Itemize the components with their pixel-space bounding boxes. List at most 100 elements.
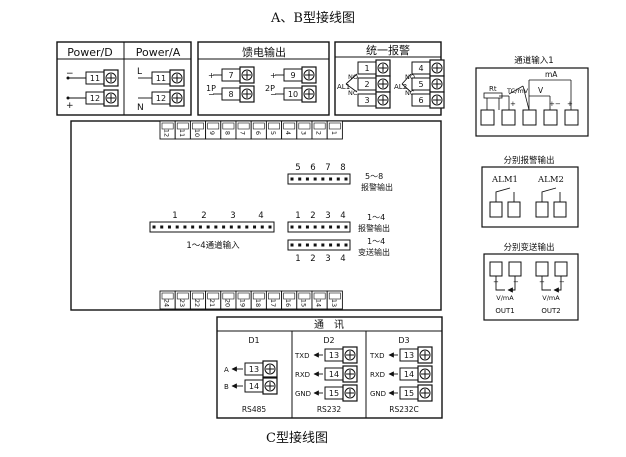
- transmit-1-4-pin: [321, 243, 325, 247]
- channel-input-pin: [214, 225, 218, 229]
- feed-right-terminal-2-number: 10: [288, 90, 298, 99]
- top-terminal-4-number: 4: [284, 131, 292, 135]
- alarm-right-terminal-2: 5: [411, 75, 445, 93]
- alarm-5-8-pin: [305, 177, 309, 181]
- comm-footer-rs232c: RS232C: [389, 405, 419, 414]
- alarm-5-8-pin: [313, 177, 317, 181]
- svg-text:2: 2: [201, 211, 206, 221]
- feed-right-terminal-1: 9: [283, 66, 317, 84]
- alarm-5-8-block: 5 6 7 8 5～8 报警输出: [287, 163, 393, 192]
- transmit-1-4-pin: [305, 243, 309, 247]
- svg-text:3: 3: [230, 211, 235, 221]
- bottom-terminal-24: 24: [159, 290, 176, 310]
- alarm-right-terminal-3-number: 6: [418, 96, 423, 105]
- alarm-5-8-range: 5～8: [365, 172, 383, 181]
- feed-1p-label: 1P: [206, 84, 216, 93]
- alarm-1-4-pin: [344, 225, 348, 229]
- channel-input-pin: [175, 225, 179, 229]
- alarm-right-terminal-1: 4: [411, 59, 445, 77]
- bottom-terminal-14: 14: [311, 290, 328, 310]
- feed-output-title: 馈电输出: [242, 45, 286, 59]
- comm-d3-row-1-terminal-number: 13: [404, 351, 414, 360]
- svg-text:3: 3: [325, 254, 330, 264]
- feed-left-terminal-1: 7: [221, 66, 255, 84]
- svg-text:+: +: [510, 100, 516, 108]
- comm-d2-row-2-terminal: 14: [324, 365, 358, 383]
- channel-input-pin: [191, 225, 195, 229]
- transmit-1-4-label: 变送输出: [358, 247, 390, 257]
- alm2-label: ALM2: [537, 175, 564, 185]
- comm-d2-row-3-terminal: 15: [324, 384, 358, 402]
- bottom-terminal-20-number: 20: [223, 299, 231, 307]
- power-d-sign-1: −: [66, 69, 74, 79]
- alarm-1-4-block: 1 2 3 4 1～4 报警输出: [287, 211, 390, 233]
- alarm-1-4-pin: [313, 225, 317, 229]
- feed-left-terminal-2: 8: [221, 85, 255, 103]
- comm-title: 通 讯: [314, 319, 344, 331]
- comm-footer-rs232: RS232: [317, 405, 342, 414]
- channel-input-block: 1 2 3 4 1～4通道输入: [149, 211, 275, 251]
- power-a-title: Power/A: [136, 46, 181, 59]
- top-terminal-3: 3: [296, 120, 313, 140]
- top-terminal-7: 7: [235, 120, 252, 140]
- bottom-terminal-23: 23: [174, 290, 191, 310]
- top-terminal-9: 9: [205, 120, 222, 140]
- svg-text:+: +: [549, 100, 555, 108]
- svg-text:2: 2: [310, 211, 315, 221]
- comm-d2-row-3-signal: GND: [295, 390, 311, 398]
- transmit-1-4-block: 1 2 3 4 1～4 变送输出: [287, 237, 390, 264]
- alarm-right-terminal-1-number: 4: [418, 64, 423, 73]
- power-a-terminal-1-number: 11: [156, 74, 166, 83]
- top-terminal-9-number: 9: [208, 131, 216, 135]
- v-label: V: [538, 86, 544, 95]
- separate-transmit-panel: 分别变送输出 + − + − V/mA V/mA OUT1 OUT2: [483, 242, 579, 321]
- ma-label: mA: [545, 70, 558, 79]
- unified-alarm-title: 统一报警: [366, 43, 410, 57]
- alarm-5-8-pin: [321, 177, 325, 181]
- power-a-sign-2: N: [137, 103, 144, 113]
- comm-col-d3: D3: [398, 336, 409, 345]
- comm-d2-row-1-terminal-number: 13: [329, 351, 339, 360]
- comm-d3-row-2-terminal: 14: [399, 365, 433, 383]
- power-a-terminal-1: 11: [151, 69, 185, 87]
- alarm-nc-label-1: NC: [348, 89, 358, 97]
- channel-input-pin: [206, 225, 210, 229]
- alarm-left-terminal-3: 3: [357, 91, 391, 109]
- transmit-1-4-pin: [298, 243, 302, 247]
- bottom-terminal-22: 22: [189, 290, 207, 310]
- comm-d1-row-2-terminal-number: 14: [249, 382, 259, 391]
- rt-label: Rt: [489, 85, 497, 93]
- alarm-1-4-pin: [321, 225, 325, 229]
- comm-d3-row-2-terminal-number: 14: [404, 370, 414, 379]
- comm-d3-row-1-signal: TXD: [369, 352, 384, 360]
- comm-d3-row-2-signal: RXD: [370, 371, 385, 379]
- bottom-terminal-16: 16: [281, 290, 298, 310]
- bottom-terminal-17-number: 17: [269, 299, 277, 307]
- svg-text:6: 6: [310, 163, 315, 173]
- alarm-left-terminal-1: 1: [357, 59, 391, 77]
- vma-label-2: V/mA: [542, 294, 560, 302]
- alarm-1-4-pin: [298, 225, 302, 229]
- top-terminal-2-number: 2: [315, 131, 323, 135]
- comm-d2-row-1-terminal: 13: [324, 346, 358, 364]
- bottom-terminal-22-number: 22: [193, 299, 201, 307]
- bottom-terminal-24-number: 24: [163, 299, 171, 307]
- svg-text:8: 8: [340, 163, 345, 173]
- comm-d1-row-1-terminal-number: 13: [249, 365, 259, 374]
- comm-d3-row-3-signal: GND: [370, 390, 386, 398]
- channel-input-label: 1～4通道输入: [186, 240, 240, 251]
- comm-d1-row-2-terminal: 14: [244, 377, 278, 395]
- feed-left-sign-2: −: [208, 90, 215, 99]
- svg-text:3: 3: [325, 211, 330, 221]
- alarm-al1-label: AL1: [337, 83, 350, 91]
- feed-output-panel: 馈电输出 1P 2P 7+9+8−10−: [197, 41, 330, 116]
- bottom-terminal-13: 13: [326, 290, 343, 310]
- alarm-5-8-label: 报警输出: [361, 182, 393, 192]
- channel-input-pin: [222, 225, 226, 229]
- alm1-label: ALM1: [491, 175, 518, 185]
- comm-d3-row-3-terminal: 15: [399, 384, 433, 402]
- channel-input-title: 通道输入1: [514, 55, 553, 66]
- svg-text:4: 4: [258, 211, 263, 221]
